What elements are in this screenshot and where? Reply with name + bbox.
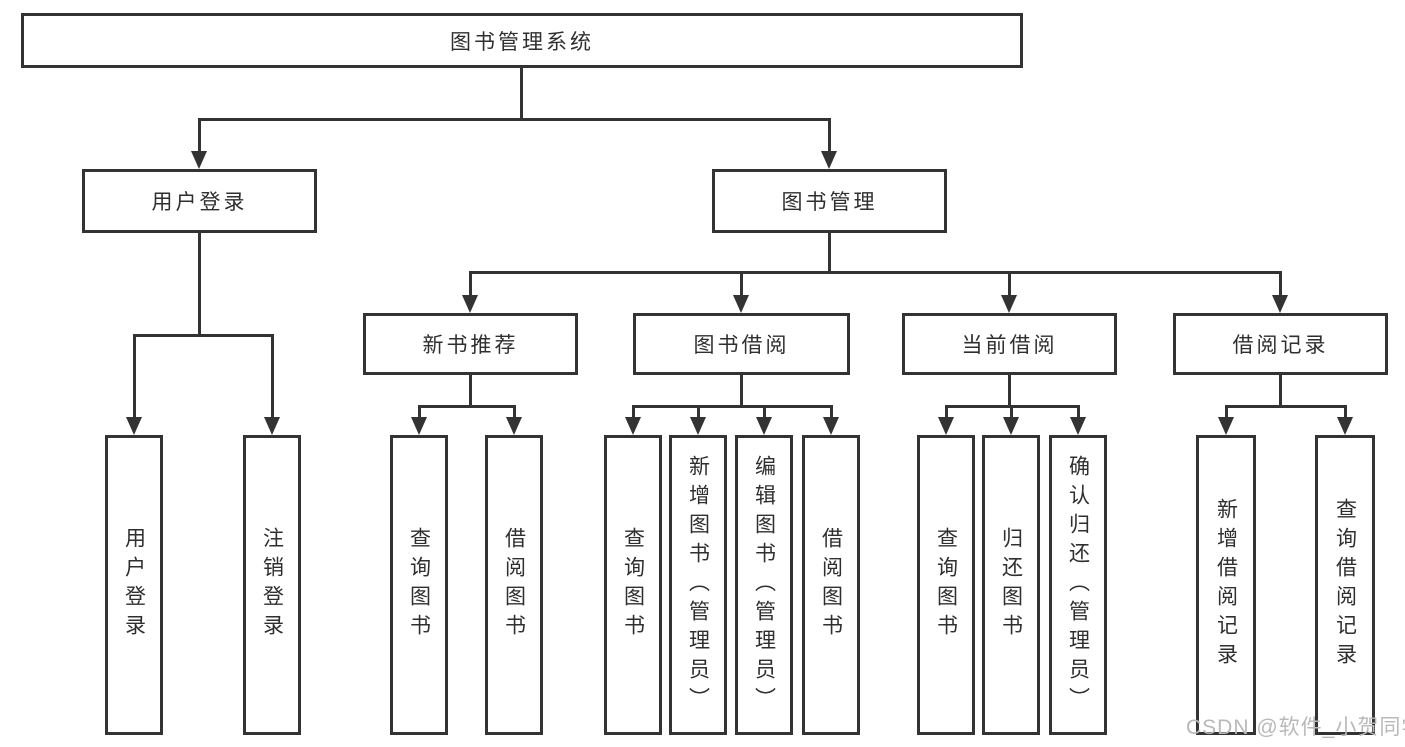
arrow-down: [938, 417, 954, 435]
leaf-add-borrow-record: 新增借阅记录: [1196, 435, 1256, 735]
arrow-down: [823, 417, 839, 435]
leaf-add-borrow-record-label: 新增借阅记录: [1214, 498, 1238, 672]
connector-drop: [1344, 405, 1347, 419]
connector-bar: [632, 405, 833, 408]
connector-root-stem: [520, 66, 523, 120]
connector-drop: [271, 334, 274, 419]
node-borrow-records-label: 借阅记录: [1232, 334, 1329, 357]
node-root-label: 图书管理系统: [450, 30, 594, 54]
connector-drop: [198, 118, 201, 154]
connector-drop: [1279, 271, 1282, 297]
leaf-borrow-book: 借阅图书: [802, 435, 860, 735]
node-borrow-records: 借阅记录: [1173, 313, 1388, 375]
leaf-confirm-return-admin-label: 确认归还（管理员）: [1066, 454, 1090, 716]
leaf-logout-label: 注销登录: [260, 527, 284, 643]
connector-drop: [763, 405, 766, 419]
arrow-down: [756, 417, 772, 435]
connector-drop: [945, 405, 948, 419]
connector-stem: [1008, 375, 1011, 408]
node-book-borrow: 图书借阅: [633, 313, 850, 375]
leaf-borrow-book: 借阅图书: [485, 435, 543, 735]
leaf-query-borrow-record-label: 查询借阅记录: [1333, 498, 1357, 672]
leaf-edit-book-admin-label: 编辑图书（管理员）: [752, 454, 776, 716]
leaf-query-book: 查询图书: [604, 435, 662, 735]
node-book-management-label: 图书管理: [781, 191, 878, 214]
leaf-return-book: 归还图书: [982, 435, 1040, 735]
leaf-borrow-book-label: 借阅图书: [819, 527, 843, 643]
leaf-user-login-label: 用户登录: [122, 527, 146, 643]
arrow-down: [462, 295, 478, 313]
connector-stem: [828, 233, 831, 274]
connector-drop: [697, 405, 700, 419]
connector-drop: [469, 271, 472, 297]
connector-drop: [830, 405, 833, 419]
connector-stem: [198, 233, 201, 337]
connector-drop: [632, 405, 635, 419]
arrow-down: [1003, 417, 1019, 435]
connector-drop: [513, 405, 516, 419]
arrow-down: [411, 417, 427, 435]
arrow-down: [126, 417, 142, 435]
arrow-down: [733, 295, 749, 313]
leaf-query-book: 查询图书: [917, 435, 975, 735]
leaf-add-book-admin: 新增图书（管理员）: [669, 435, 727, 735]
connector-drop: [133, 334, 136, 419]
node-new-book-recommend-label: 新书推荐: [422, 334, 519, 357]
arrow-down: [625, 417, 641, 435]
connector-drop: [1010, 405, 1013, 419]
connector-drop: [1008, 271, 1011, 297]
arrow-down: [690, 417, 706, 435]
connector-stem: [1279, 375, 1282, 408]
leaf-query-book-label: 查询图书: [934, 527, 958, 643]
arrow-down: [1070, 417, 1086, 435]
node-book-management: 图书管理: [712, 169, 947, 233]
node-current-borrow-label: 当前借阅: [961, 334, 1058, 357]
connector-drop: [1077, 405, 1080, 419]
arrow-down: [506, 417, 522, 435]
arrow-down: [1001, 295, 1017, 313]
connector-stem: [469, 375, 472, 408]
connector-root-bar: [198, 118, 831, 121]
connector-drop: [740, 271, 743, 297]
node-root: 图书管理系统: [21, 13, 1023, 68]
connector-bar: [418, 405, 516, 408]
connector-drop: [418, 405, 421, 419]
node-user-login: 用户登录: [82, 169, 317, 233]
connector-bar: [1225, 405, 1347, 408]
node-user-login-label: 用户登录: [151, 191, 248, 214]
leaf-return-book-label: 归还图书: [999, 527, 1023, 643]
connector-drop: [828, 118, 831, 154]
arrow-down: [1218, 417, 1234, 435]
leaf-query-borrow-record: 查询借阅记录: [1315, 435, 1375, 735]
arrow-down: [191, 151, 207, 169]
leaf-add-book-admin-label: 新增图书（管理员）: [686, 454, 710, 716]
node-book-borrow-label: 图书借阅: [693, 334, 790, 357]
leaf-borrow-book-label: 借阅图书: [502, 527, 526, 643]
leaf-query-book: 查询图书: [390, 435, 448, 735]
leaf-query-book-label: 查询图书: [407, 527, 431, 643]
connector-stem: [740, 375, 743, 408]
csdn-watermark: CSDN @软件_小贺同学: [1186, 716, 1405, 739]
arrow-down: [821, 151, 837, 169]
arrow-down: [264, 417, 280, 435]
connector-bar: [133, 334, 274, 337]
leaf-logout: 注销登录: [243, 435, 301, 735]
arrow-down: [1272, 295, 1288, 313]
connector-bar: [469, 271, 1282, 274]
arrow-down: [1337, 417, 1353, 435]
leaf-edit-book-admin: 编辑图书（管理员）: [735, 435, 793, 735]
leaf-confirm-return-admin: 确认归还（管理员）: [1049, 435, 1107, 735]
node-new-book-recommend: 新书推荐: [363, 313, 578, 375]
node-current-borrow: 当前借阅: [902, 313, 1117, 375]
connector-drop: [1225, 405, 1228, 419]
leaf-query-book-label: 查询图书: [621, 527, 645, 643]
leaf-user-login: 用户登录: [105, 435, 163, 735]
